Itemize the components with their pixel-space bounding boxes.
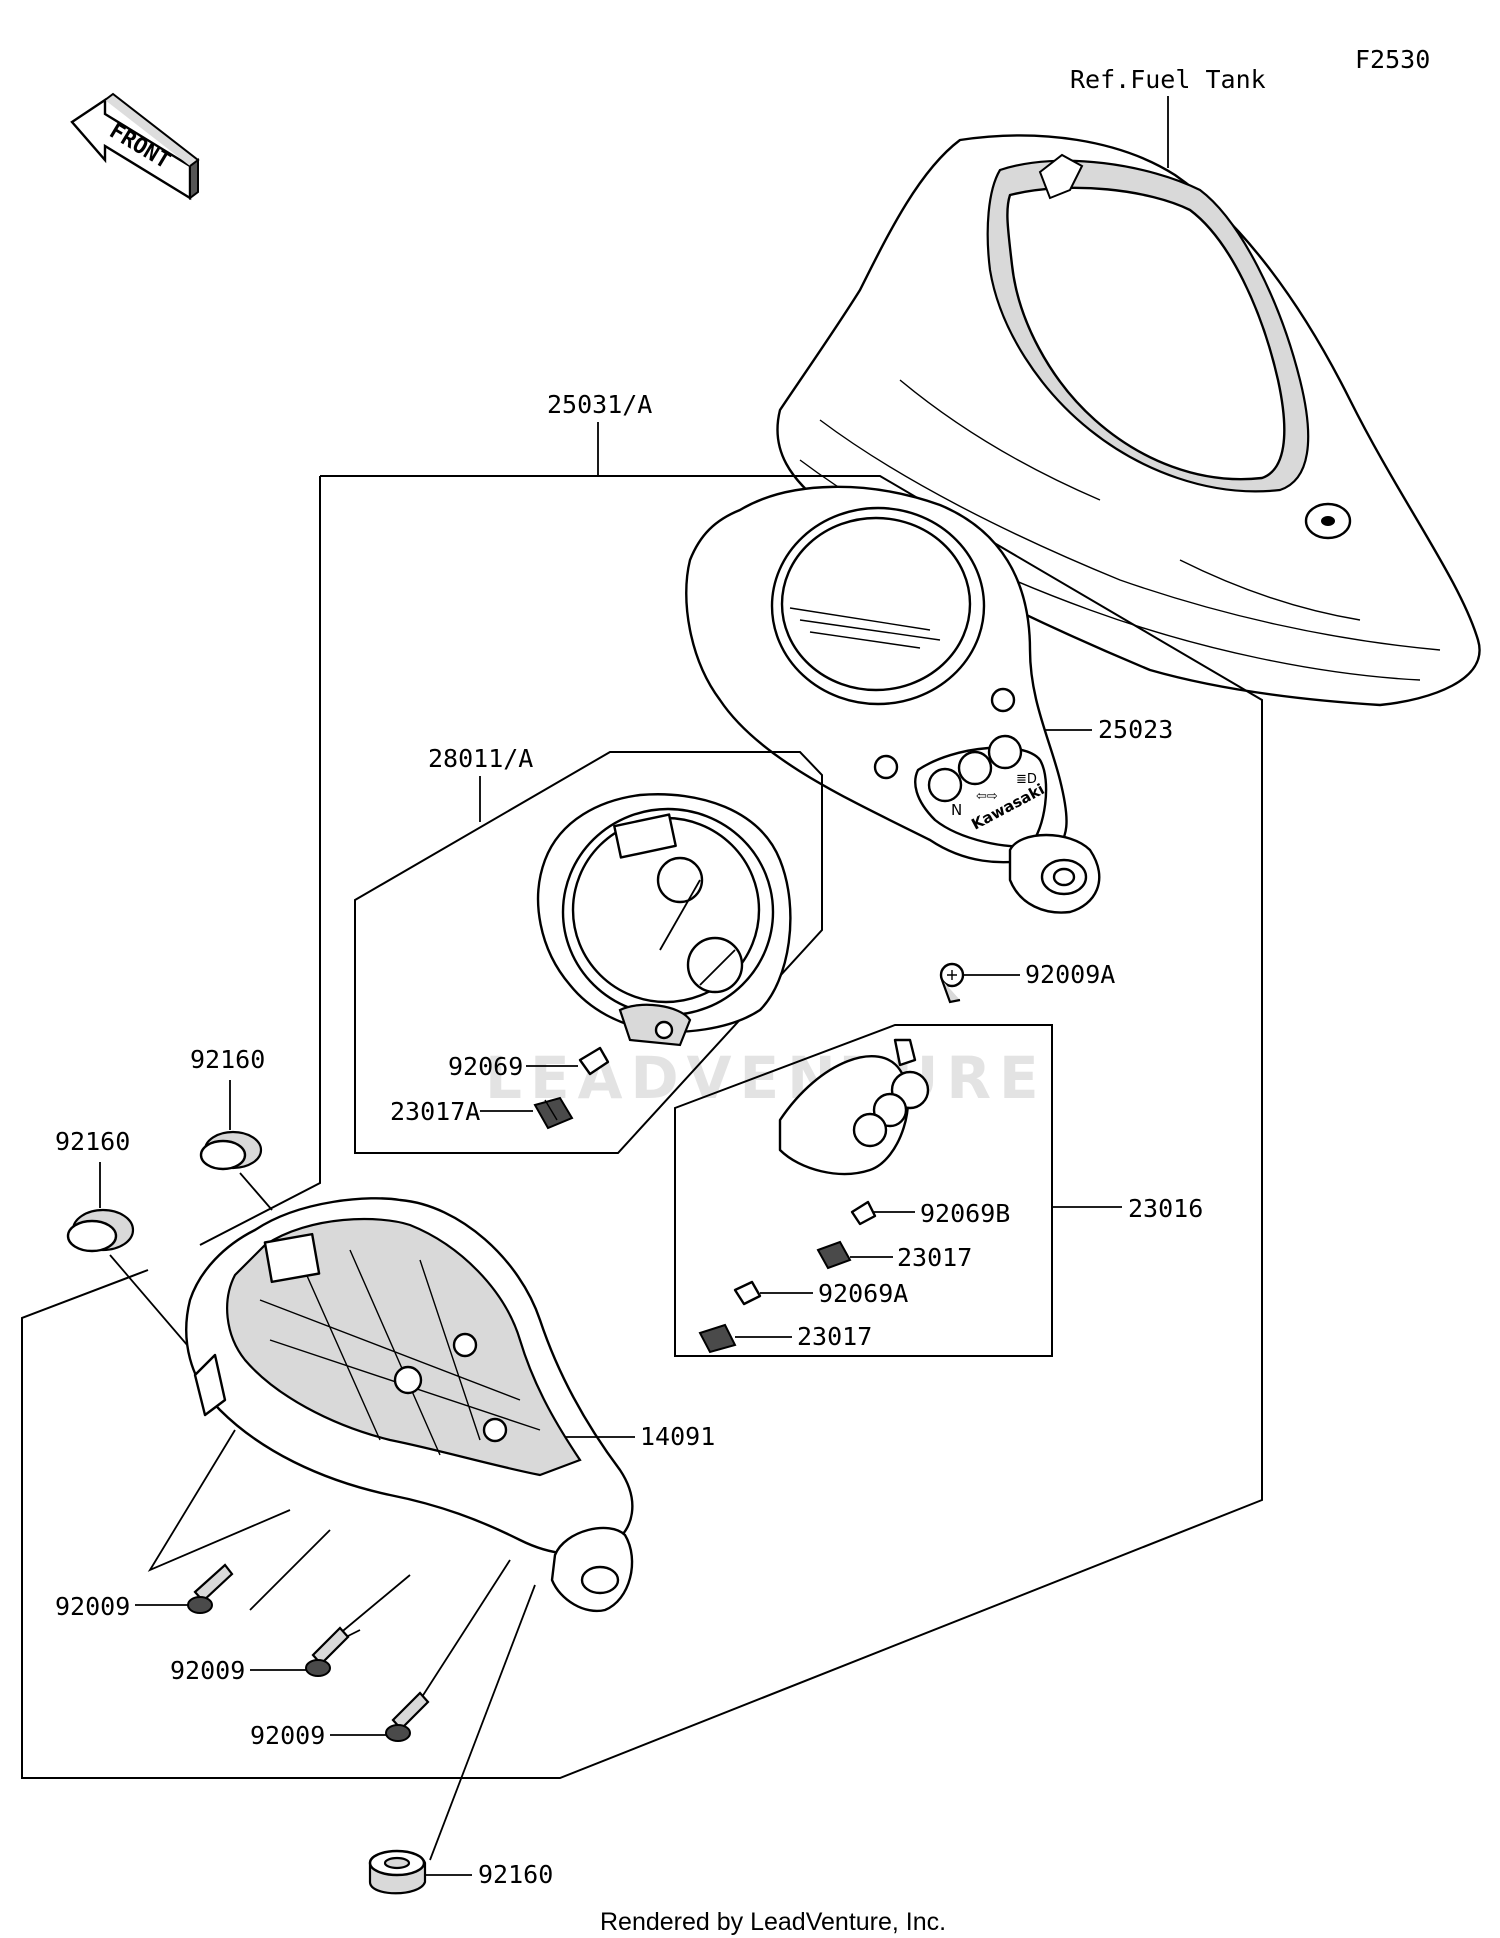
meter-cover: N ⇦⇨ ≣D Kawasaki (685, 485, 1101, 914)
bulb-92069 (578, 1046, 610, 1076)
screw-92009-b (305, 1626, 350, 1677)
label-23017a: 23017A (390, 1097, 480, 1126)
meter-unit (536, 793, 792, 1047)
label-92160-c: 92160 (478, 1860, 553, 1889)
socket-23017a (533, 1096, 574, 1130)
label-92009-b: 92009 (170, 1656, 245, 1685)
subassembly-frame-23016 (674, 1024, 1053, 1357)
label-92069b: 92069B (920, 1199, 1010, 1228)
label-23017-lower: 23017 (797, 1322, 872, 1351)
label-92069a: 92069A (818, 1279, 908, 1308)
label-92009a: 92009A (1025, 960, 1115, 989)
screw-92009-c (385, 1691, 430, 1742)
label-23017-upper: 23017 (897, 1243, 972, 1272)
label-23016: 23016 (1128, 1194, 1203, 1223)
socket-23017-upper (816, 1240, 852, 1270)
label-25023: 25023 (1098, 715, 1173, 744)
label-92160-a: 92160 (190, 1045, 265, 1074)
label-92009-c: 92009 (250, 1721, 325, 1750)
label-92069: 92069 (448, 1052, 523, 1081)
figure-code: F2530 (1355, 45, 1430, 74)
front-arrow-icon: FRONT (70, 92, 200, 201)
screw-92009a (939, 962, 965, 1004)
label-28011-a: 28011/A (428, 744, 533, 773)
grommet-92160-b (66, 1208, 135, 1253)
bulb-92069b (850, 1200, 877, 1226)
watermark-text: LEADVENTURE (485, 1044, 1047, 1112)
footer-credit: Rendered by LeadVenture, Inc. (600, 1908, 946, 1936)
subassembly-frame-28011 (354, 751, 823, 1154)
grommet-92160-a (199, 1130, 263, 1171)
label-92009-a: 92009 (55, 1592, 130, 1621)
indicator-beam: ≣D (1016, 772, 1037, 787)
screw-92009-a (187, 1563, 234, 1614)
label-ref-fuel-tank: Ref.Fuel Tank (1070, 65, 1266, 94)
bulb-92069a (733, 1280, 762, 1306)
indicator-neutral: N (951, 801, 962, 819)
label-25031-a: 25031/A (547, 390, 652, 419)
indicator-housing (778, 1038, 930, 1176)
label-14091: 14091 (640, 1422, 715, 1451)
socket-23017-lower (698, 1323, 737, 1354)
grommet-92160-c (368, 1849, 427, 1895)
meter-case (185, 1197, 634, 1613)
label-92160-b: 92160 (55, 1127, 130, 1156)
indicator-turn: ⇦⇨ (976, 789, 998, 804)
